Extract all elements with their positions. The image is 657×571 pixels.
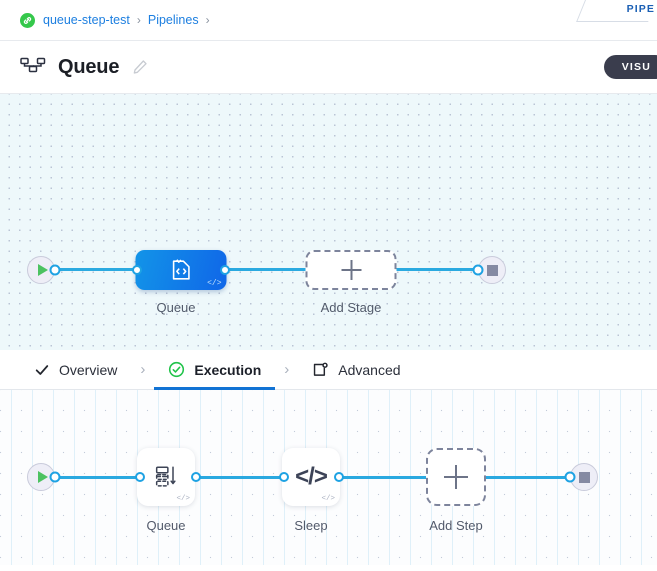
tab-advanced-label: Advanced [338, 361, 401, 378]
add-step-label: Add Step [429, 518, 483, 533]
edge-queuestep-to-sleep [196, 476, 284, 479]
edge-addstep-to-end [484, 476, 580, 479]
step-sleep-out-port[interactable] [334, 472, 344, 482]
stage-canvas[interactable]: </> Queue Add Stage [0, 94, 657, 350]
execution-tabs: Overview › Execution › Advanced [0, 350, 657, 390]
breadcrumb-item-pipelines[interactable]: Pipelines [147, 13, 199, 27]
tab-execution-label: Execution [194, 361, 262, 378]
edge-start-to-queuestep [41, 476, 140, 479]
step-node-sleep[interactable]: </> </> [282, 448, 340, 506]
add-stage-node[interactable] [305, 250, 397, 290]
check-circle-icon [168, 361, 185, 378]
stage-node-queue[interactable]: </> [135, 250, 227, 290]
step-queue-out-port[interactable] [191, 472, 201, 482]
queue-list-icon [155, 466, 176, 487]
stage-start-node[interactable] [27, 256, 55, 284]
code-icon: </> [295, 463, 328, 490]
pipeline-hierarchy-icon [20, 57, 46, 77]
step-start-port[interactable] [49, 471, 61, 483]
breadcrumb: queue-step-test › Pipelines › [0, 0, 657, 41]
tab-separator-2: › [284, 361, 290, 378]
tab-overview-label: Overview [59, 361, 118, 378]
corner-tab-label: PIPE [626, 3, 655, 15]
advanced-gear-icon [312, 362, 329, 378]
tab-overview[interactable]: Overview [20, 350, 131, 389]
plus-icon [341, 260, 361, 280]
edge-start-to-queue [41, 268, 183, 271]
step-canvas[interactable]: </> Queue </> </> Sleep Add Step [0, 390, 657, 565]
stop-icon [486, 264, 498, 276]
edge-addstage-to-end [393, 268, 483, 271]
breadcrumb-item-project[interactable]: queue-step-test [43, 13, 130, 27]
step-sleep-in-port[interactable] [279, 472, 289, 482]
step-end-port[interactable] [564, 471, 576, 483]
play-icon [37, 471, 48, 483]
tab-separator-1: › [140, 361, 146, 378]
stop-icon [578, 471, 590, 483]
stage-end-port[interactable] [472, 264, 484, 276]
tab-advanced[interactable]: Advanced [298, 350, 414, 389]
step-node-badge: </> [321, 495, 335, 503]
visualize-button[interactable]: VISU [603, 55, 657, 79]
page-header: Queue VISU [0, 41, 657, 94]
stage-queue-out-port[interactable] [220, 265, 230, 275]
breadcrumb-separator: › [136, 13, 141, 27]
step-node-queue[interactable]: </> [137, 448, 195, 506]
step-node-queue-label: Queue [146, 518, 186, 533]
step-queue-in-port[interactable] [135, 472, 145, 482]
edge-sleep-to-addstep [339, 476, 429, 479]
step-node-sleep-label: Sleep [294, 518, 328, 533]
stage-node-queue-label: Queue [156, 300, 196, 315]
tab-execution[interactable]: Execution [154, 350, 276, 390]
stage-queue-in-port[interactable] [132, 265, 142, 275]
plus-icon [444, 465, 468, 489]
code-page-icon [172, 259, 190, 280]
breadcrumb-separator-end: › [205, 13, 210, 27]
pencil-icon[interactable] [132, 59, 148, 75]
stage-start-port[interactable] [49, 264, 61, 276]
page-title: Queue [58, 55, 120, 78]
check-icon [34, 362, 50, 378]
add-stage-label: Add Stage [320, 300, 382, 315]
link-circle-icon [20, 12, 35, 28]
step-node-badge: </> [176, 495, 190, 503]
add-step-node[interactable] [426, 448, 486, 506]
edge-queue-to-addstage [225, 268, 310, 271]
play-icon [37, 264, 48, 276]
stage-node-badge: </> [207, 279, 222, 288]
